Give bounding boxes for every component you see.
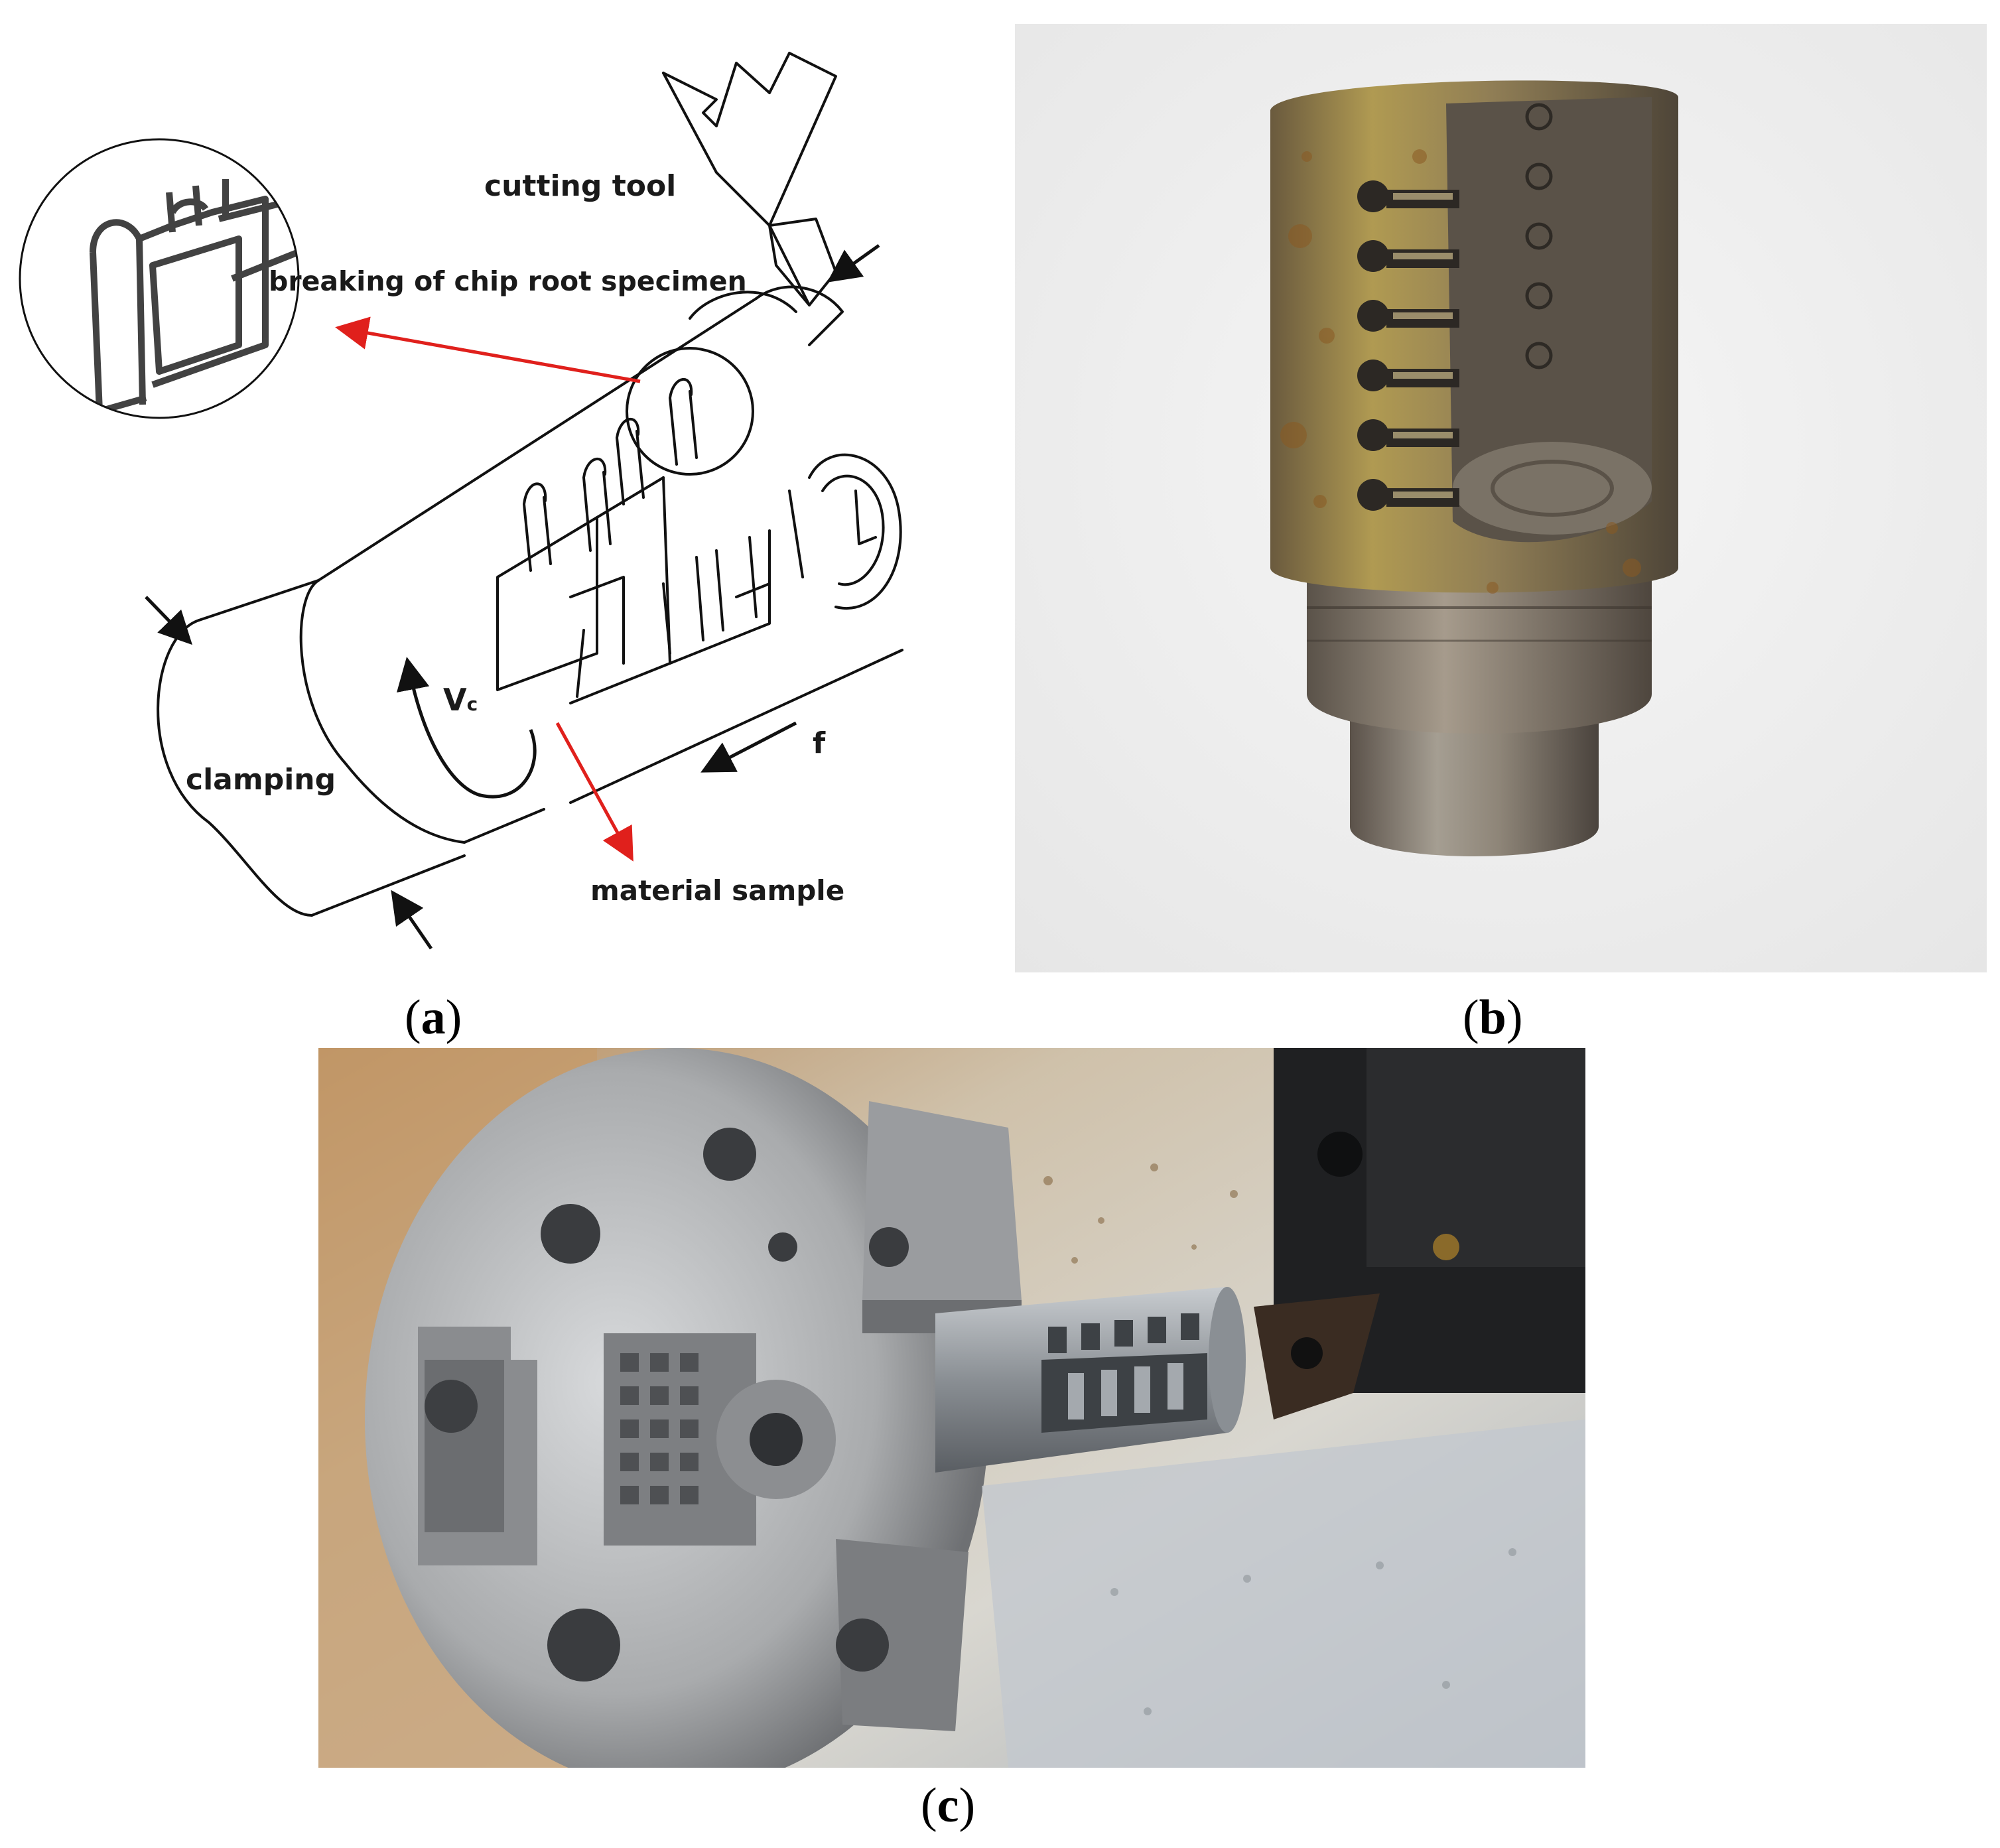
label-feed: f: [813, 726, 826, 760]
label-breaking-chip-root: breaking of chip root specimen: [269, 265, 747, 297]
lathe-chuck-photo: [318, 1048, 1585, 1768]
clamping-cylinder: [157, 579, 466, 917]
specimen-slots: [496, 378, 902, 704]
caption-c: (c): [921, 1778, 976, 1833]
cutting-tool-drawing: [662, 52, 837, 306]
caption-a: (a): [405, 990, 462, 1045]
label-clamping: clamping: [186, 763, 336, 797]
diagram-panel-a: [19, 52, 903, 950]
force-arrow-tool: [827, 243, 880, 283]
caption-b: (b): [1463, 990, 1523, 1045]
label-cutting-tool: cutting tool: [484, 169, 677, 203]
specimen-photo: [1015, 24, 1987, 972]
workpiece-cylinder: [299, 285, 903, 844]
label-cutting-speed: Vc: [443, 682, 478, 718]
detail-pointer-arrow: [335, 316, 641, 383]
detail-marker-circle: [626, 347, 754, 476]
cutting-speed-arrow: [397, 657, 537, 799]
force-arrow-clamp-top: [145, 596, 192, 645]
breaking-detail-inset: [19, 138, 300, 419]
force-arrow-clamp-bottom: [391, 890, 433, 950]
material-sample-pointer-arrow: [555, 722, 633, 862]
feed-arrow: [700, 721, 797, 773]
label-material-sample: material sample: [590, 874, 845, 907]
